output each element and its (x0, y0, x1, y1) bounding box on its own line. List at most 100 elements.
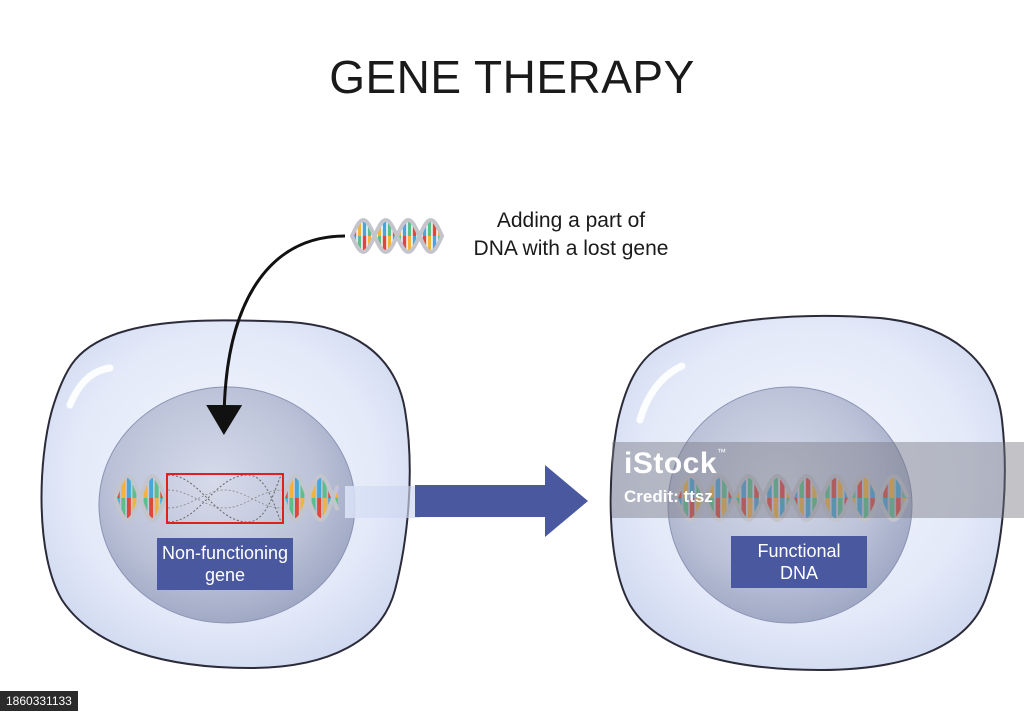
base-pair-half (407, 236, 412, 252)
base-pair-half (300, 483, 305, 498)
base-pair-half (317, 476, 322, 498)
base-pair-half (709, 483, 714, 498)
right-label-line-1: Functional (757, 541, 841, 561)
annotation-text: Adding a part of DNA with a lost gene (452, 207, 690, 263)
annotation-line-2: DNA with a lost gene (473, 237, 669, 260)
base-pair-half (357, 222, 362, 236)
base-pair-half (126, 476, 131, 498)
base-pair-half (149, 476, 154, 498)
base-pair-half (382, 236, 387, 252)
annotation-line-1: Adding a part of (496, 209, 646, 232)
base-pair-half (294, 498, 299, 520)
watermark-credit: Credit: ttsz (624, 487, 713, 506)
base-pair-half (683, 478, 688, 498)
base-pair-half (432, 236, 437, 250)
base-pair-half (838, 478, 843, 498)
base-pair-half (300, 498, 305, 513)
base-pair-half (805, 498, 811, 520)
non-functioning-gene-label: Non-functioning gene (157, 538, 293, 590)
base-pair-half (317, 498, 322, 520)
base-pair-half (322, 498, 327, 518)
base-pair-half (883, 498, 888, 513)
base-pair-half (741, 478, 746, 498)
base-pair-half (387, 222, 392, 236)
right-label-line-2: DNA (779, 563, 818, 583)
lost-gene-region (166, 473, 284, 524)
dna-backbone (113, 473, 168, 523)
base-pair-half (126, 498, 131, 520)
dna-fragment-icon (350, 218, 444, 254)
process-arrow-ghost (345, 486, 420, 518)
dna-backbone (350, 218, 444, 254)
base-pair-half (121, 498, 126, 518)
base-pair-half (143, 498, 148, 513)
base-pair-half (121, 478, 126, 498)
base-pair-half (722, 478, 727, 498)
base-pair-half (709, 498, 714, 513)
base-pair-half (825, 498, 830, 513)
left-label-line-2: gene (204, 565, 246, 585)
base-pair-half (377, 236, 382, 247)
base-pair-half (747, 498, 753, 520)
base-pair-half (689, 476, 695, 498)
base-pair-half (857, 498, 862, 518)
base-pair-half (432, 222, 437, 236)
base-pair-half (896, 498, 901, 518)
base-pair-half (402, 222, 407, 236)
defect-highlight-box (166, 473, 284, 524)
base-pair-half (362, 220, 367, 236)
left-label-line-1: Non-functioning (161, 543, 289, 563)
functional-dna-label: Functional DNA (731, 536, 867, 588)
base-pair-half (889, 476, 895, 498)
base-pair-half (754, 498, 759, 513)
base-pair-half (382, 220, 387, 236)
base-pair-half (289, 478, 294, 498)
base-pair-half (402, 236, 407, 250)
base-pair-half (747, 476, 753, 498)
base-pair-half (149, 498, 154, 520)
base-pair-half (780, 498, 785, 518)
base-pair-half (812, 498, 817, 513)
base-pair-half (812, 483, 817, 498)
base-pair-half (427, 220, 432, 236)
left-cell-highlight (66, 364, 114, 409)
base-pair-half (154, 498, 159, 518)
base-pair-half (767, 498, 772, 513)
base-pair-half (857, 478, 862, 498)
base-pair-half (696, 483, 701, 498)
base-pair-half (154, 478, 159, 498)
base-pair-half (831, 498, 837, 520)
process-arrow (345, 465, 588, 537)
watermark-logo: iStock™ (624, 447, 727, 480)
base-pair-half (311, 483, 316, 498)
base-pair-half (896, 478, 901, 498)
base-pair-half (132, 498, 137, 513)
base-pair-half (377, 225, 382, 236)
base-pair-half (889, 498, 895, 520)
base-pair-half (838, 498, 843, 518)
base-pair-half (799, 478, 804, 498)
base-pair-half (863, 476, 869, 498)
base-pair-half (870, 483, 875, 498)
base-pair-half (357, 236, 362, 250)
base-pair-half (870, 498, 875, 513)
base-pair-half (683, 498, 688, 518)
base-pair-half (289, 498, 294, 518)
base-pair-half (831, 476, 837, 498)
base-pair-half (132, 483, 137, 498)
dna-backbone (674, 473, 909, 523)
base-pair-half (715, 498, 721, 520)
dna-backbone (281, 473, 339, 523)
base-pair-half (767, 483, 772, 498)
base-pair-half (322, 478, 327, 498)
base-pair-half (780, 478, 785, 498)
base-pair-half (387, 236, 392, 250)
insertion-arrow (206, 234, 346, 435)
base-pair-half (407, 220, 412, 236)
base-pair-half (362, 236, 367, 252)
base-pair-half (412, 225, 417, 236)
base-pair-half (773, 476, 779, 498)
base-pair-half (883, 483, 888, 498)
base-pair-half (311, 498, 316, 513)
